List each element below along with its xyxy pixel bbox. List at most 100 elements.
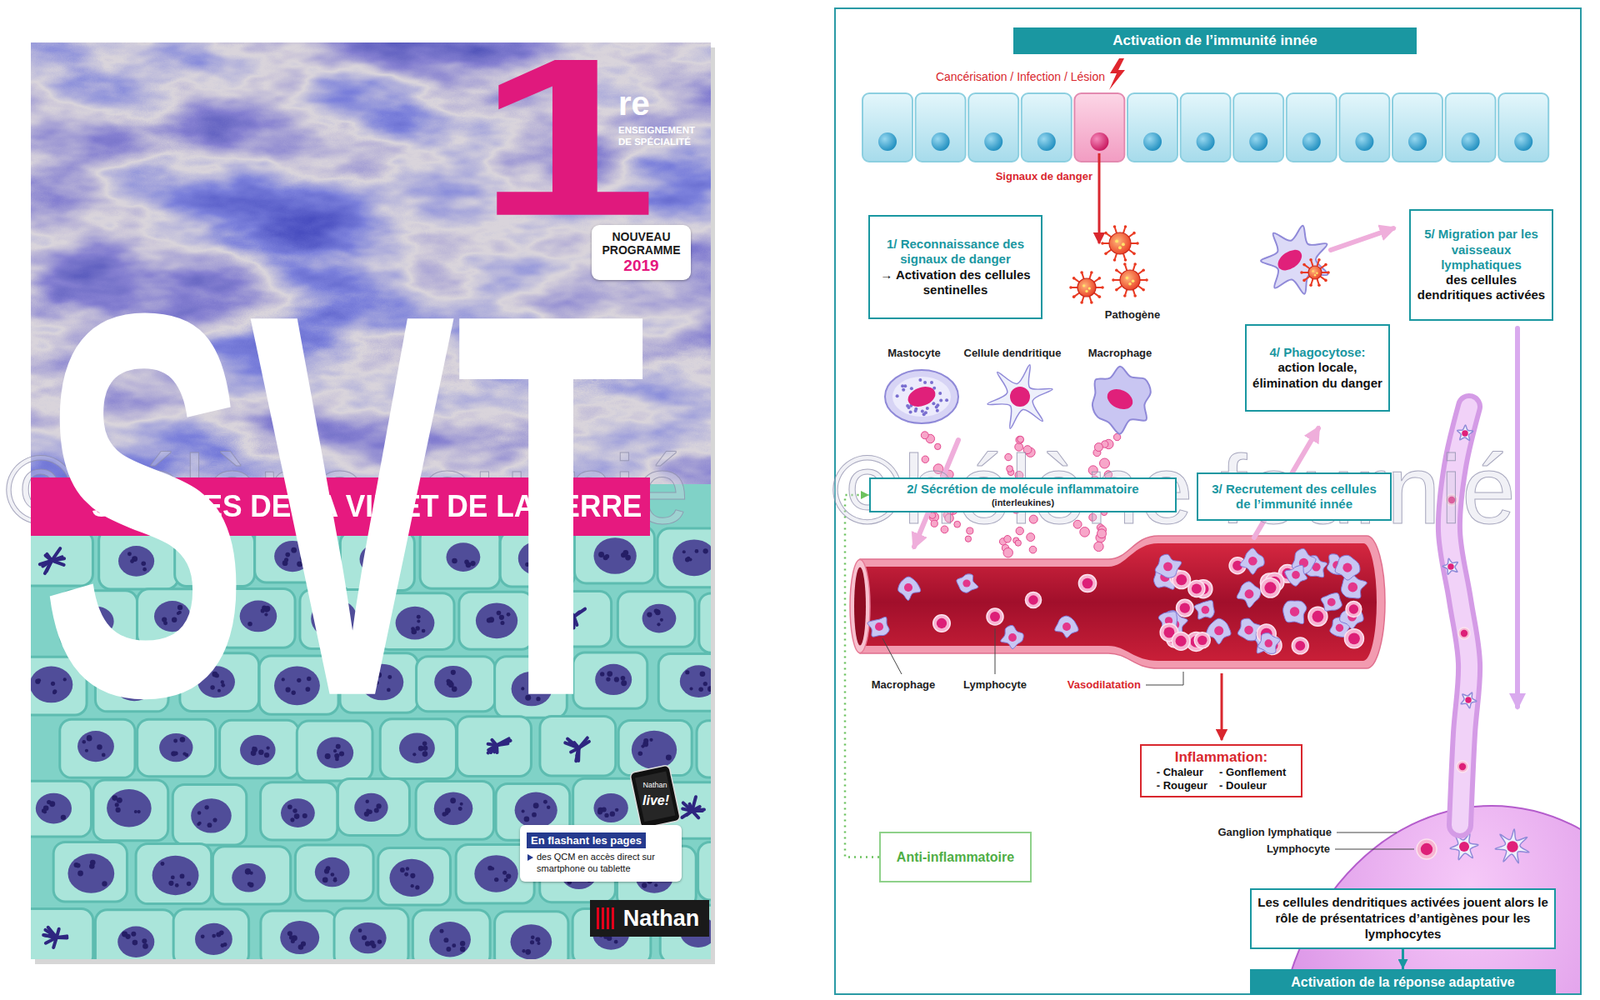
cell-micrograph — [295, 845, 374, 901]
cell-micrograph — [260, 910, 337, 960]
mastocyte-cell — [895, 394, 900, 398]
cell-micrograph — [190, 798, 232, 833]
book-cover — [30, 42, 711, 960]
cell-micrograph — [111, 795, 118, 801]
app-name: live! — [642, 793, 670, 809]
cell-micrograph — [195, 923, 233, 955]
lymphocyte-cell — [1176, 599, 1195, 617]
epithelium — [1445, 93, 1496, 162]
macrophage-cell — [1258, 633, 1281, 655]
cell-micrograph — [505, 873, 511, 879]
mastocyte-cell — [935, 405, 939, 409]
pathogen — [1308, 265, 1322, 280]
cell-micrograph — [615, 808, 619, 812]
leader-line — [1336, 832, 1397, 834]
cell-micrograph — [415, 781, 494, 840]
epithelium — [1392, 93, 1443, 162]
cell-micrograph — [450, 797, 456, 804]
lymphocyte-cell — [1420, 843, 1433, 855]
cell-micrograph — [696, 720, 711, 778]
cell-micrograph — [404, 872, 409, 877]
epithelium — [1180, 93, 1231, 162]
macrophage-cell — [1194, 600, 1215, 620]
node-text: - Chaleur — [1156, 765, 1208, 780]
lymphocyte-cell — [986, 608, 1004, 625]
epithelium — [1355, 132, 1374, 151]
macrophage-cell — [956, 574, 979, 593]
qr-info-box: En flashant les pagesdes QCM en accès di… — [520, 825, 682, 882]
pathogen — [1310, 279, 1313, 285]
cell-micrograph — [525, 949, 531, 955]
cell-micrograph — [115, 802, 120, 807]
pathogen — [1118, 245, 1122, 250]
pathogen — [1117, 270, 1123, 275]
pathogen — [1305, 265, 1310, 269]
cell-micrograph — [121, 931, 128, 938]
cell-micrograph — [502, 870, 507, 875]
cell-micrograph — [212, 818, 217, 823]
cell-micrograph — [443, 937, 449, 943]
cell-micrograph — [658, 654, 711, 712]
pathogen — [1123, 227, 1125, 234]
lightning-symbol — [1109, 58, 1125, 90]
cell-micrograph — [287, 930, 293, 936]
cell-micrograph — [389, 859, 434, 897]
cell-micrograph — [95, 910, 175, 960]
pathogen — [1302, 263, 1306, 267]
node-text: NOUVEAU PROGRAMME — [596, 230, 686, 257]
dendritic-cell — [987, 365, 1053, 429]
cell-micrograph — [196, 822, 200, 826]
cell-micrograph — [170, 875, 175, 880]
lymphocyte-cell — [1344, 629, 1364, 649]
phagocyte-cell — [1260, 225, 1328, 295]
pathogen — [1098, 295, 1102, 299]
cell-micrograph — [535, 936, 540, 942]
epithelium — [1127, 93, 1178, 162]
node-text: - Rougeur — [1156, 779, 1208, 793]
cell-micrograph — [116, 797, 123, 804]
cell-micrograph — [614, 940, 619, 945]
cell-micrograph — [358, 928, 363, 933]
pathogen — [1088, 286, 1091, 290]
leader-line — [995, 628, 996, 675]
macrophage-cell — [1201, 605, 1210, 615]
cell-micrograph — [579, 741, 590, 749]
mastocyte-cell — [909, 410, 913, 414]
lymphocyte-cell — [1264, 581, 1276, 594]
dendritic-cell — [1457, 425, 1474, 440]
cell-micrograph — [365, 800, 369, 804]
cell-micrograph — [521, 949, 525, 953]
cell-micrograph — [245, 869, 251, 875]
lymphocyte-cell — [1082, 578, 1094, 590]
cell-micrograph — [137, 810, 141, 814]
epithelium — [1021, 93, 1072, 162]
mastocyte-cell — [930, 380, 934, 385]
lymphocyte-cell — [990, 611, 1000, 622]
cell-micrograph — [474, 855, 518, 893]
lymphocyte-cell — [986, 608, 1004, 625]
cell-micrograph — [168, 880, 174, 886]
epithelium — [1461, 132, 1480, 151]
pathogen — [1077, 278, 1096, 297]
pathogen — [1324, 263, 1328, 267]
leader-line — [1145, 671, 1184, 685]
cell-micrograph — [250, 750, 257, 757]
epithelium — [1408, 132, 1427, 151]
lymphocyte-cell — [1260, 578, 1280, 598]
cell-micrograph — [680, 665, 711, 698]
mastocyte-cell — [910, 386, 914, 390]
cell-micrograph — [160, 861, 165, 866]
lymphocyte-cell — [1191, 583, 1202, 594]
pathogen — [1113, 225, 1117, 229]
cell-micrograph — [378, 847, 451, 905]
cell-micrograph — [142, 943, 149, 950]
cell-micrograph — [690, 686, 694, 690]
blood-vessel — [850, 535, 1385, 669]
blood-vessel — [854, 567, 866, 646]
cell-micrograph — [494, 877, 499, 882]
cell-micrograph — [434, 791, 474, 825]
cell-micrograph — [325, 865, 331, 871]
cell-micrograph — [412, 910, 490, 960]
epithelium — [1196, 132, 1215, 151]
cell-micrograph — [180, 736, 186, 743]
